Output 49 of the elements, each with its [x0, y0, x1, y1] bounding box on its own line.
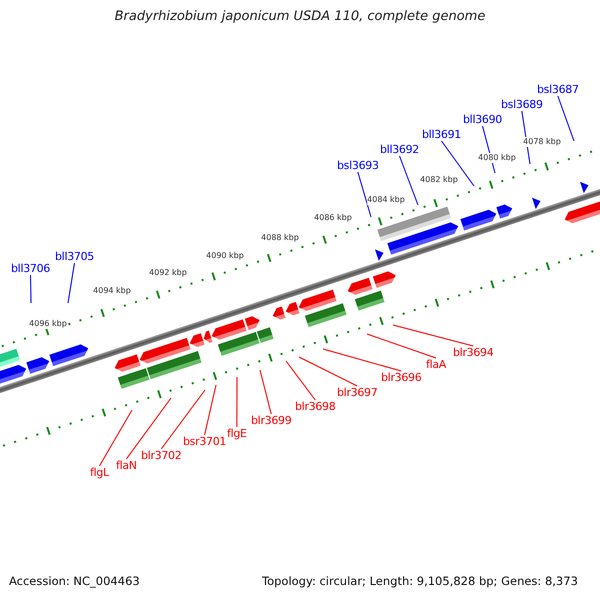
- gene-label: blr3698: [295, 400, 336, 413]
- leader-line: [204, 384, 216, 436]
- scale-label: 4084 kbp: [367, 195, 405, 205]
- scale-label: 4092 kbp: [149, 268, 187, 278]
- gene-label: flgE: [227, 427, 247, 440]
- gene-label: bll3692: [380, 143, 419, 156]
- scale-label: 4094 kbp: [93, 286, 131, 296]
- leader-line: [260, 370, 272, 414]
- leader-line: [160, 390, 206, 450]
- gene-label: bsl3687: [537, 83, 579, 96]
- leader-line: [399, 156, 418, 206]
- gene-label: blr3697: [337, 386, 378, 399]
- leader-line: [298, 356, 358, 386]
- gene-label: bll3706: [11, 262, 50, 275]
- footer-text: Accession: NC_004463: [9, 574, 140, 588]
- gene-label: blr3699: [251, 414, 292, 427]
- gene-label: bll3705: [55, 250, 94, 263]
- leader-line: [68, 262, 75, 304]
- gene-label: flaN: [116, 459, 137, 472]
- leader-line: [286, 360, 316, 400]
- leader-line: [30, 274, 32, 304]
- scale-label: 4086 kbp: [314, 213, 352, 223]
- footer-text: Topology: circular; Length: 9,105,828 bp; Genes: 8,373: [262, 574, 578, 588]
- gene-label: blr3694: [453, 346, 494, 359]
- leader-line: [322, 348, 402, 372]
- gene-label: bsr3701: [183, 435, 226, 448]
- leader-line: [236, 376, 238, 428]
- scale-label: 4078 kbp: [523, 137, 561, 147]
- leader-line: [98, 410, 132, 466]
- scale-label: 4090 kbp: [206, 251, 244, 261]
- leader-line: [392, 324, 474, 346]
- scale-label: 4096 kbp: [29, 319, 67, 329]
- gene-label: bll3691: [422, 128, 461, 141]
- leader-line: [557, 96, 574, 142]
- gene-label: flaA: [426, 358, 446, 371]
- leader-line: [441, 140, 474, 186]
- scale-label: 4082 kbp: [420, 175, 458, 185]
- gene-label: bsl3689: [501, 98, 543, 111]
- leader-line: [366, 334, 436, 358]
- gene-label: bsl3693: [337, 159, 379, 172]
- gene-label: blr3696: [381, 371, 422, 384]
- gene-label: bll3690: [463, 113, 502, 126]
- scale-label: 4088 kbp: [261, 233, 299, 243]
- leader-line: [357, 172, 372, 218]
- gene-label: blr3702: [141, 449, 182, 462]
- scale-label: 4080 kbp: [478, 153, 516, 163]
- gene-label: flgL: [90, 466, 109, 479]
- title: Bradyrhizobium japonicum USDA 110, complete genome: [114, 9, 486, 24]
- leader-line: [126, 398, 172, 460]
